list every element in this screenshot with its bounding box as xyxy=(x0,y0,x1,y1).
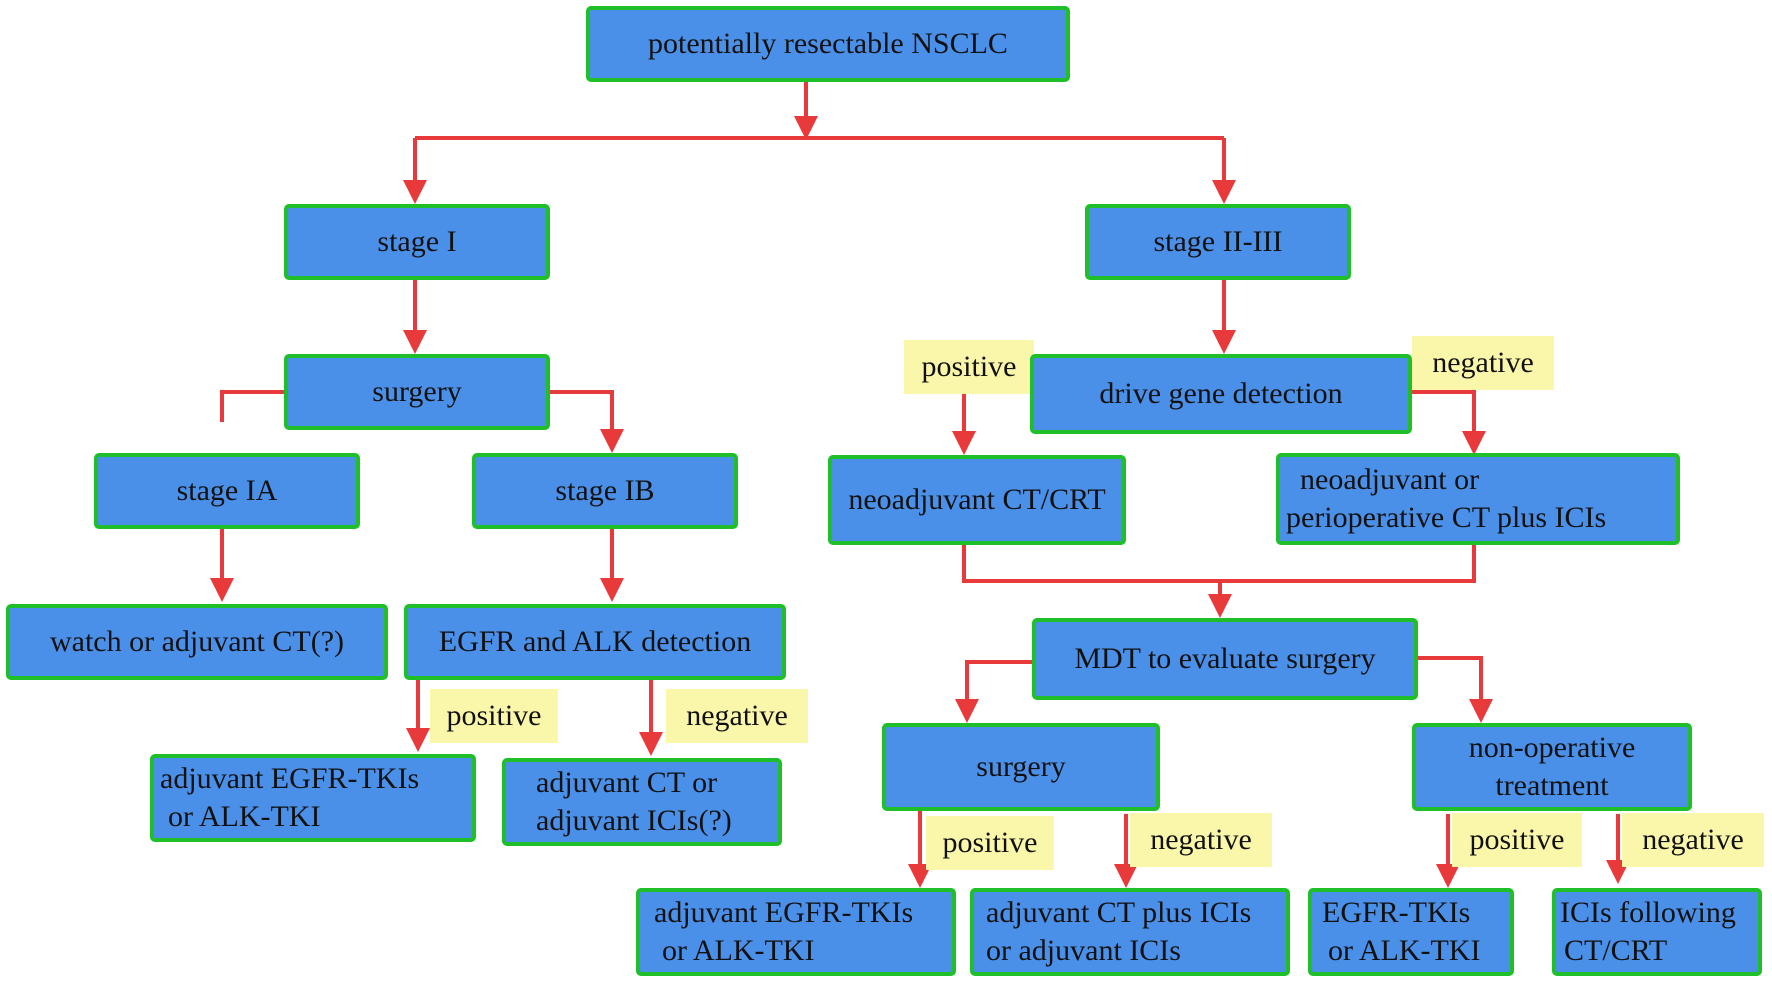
node-text-line: or adjuvant ICIs xyxy=(986,934,1181,967)
node-text-line: or ALK-TKI xyxy=(1328,934,1481,967)
node-surgery-right: surgery xyxy=(882,723,1160,811)
node-text-line: CT/CRT xyxy=(1564,934,1668,967)
node-text-line: perioperative CT plus ICIs xyxy=(1286,501,1607,534)
node-surgery-left: surgery xyxy=(284,354,550,430)
node-drive-gene-detection: drive gene detection xyxy=(1030,354,1412,434)
node-watch-or-adjuvant-ct: watch or adjuvant CT(?) xyxy=(6,604,388,680)
connector-drive-negative xyxy=(1408,390,1486,455)
label-positive-egfr: positive xyxy=(430,689,558,743)
node-text-line: EGFR-TKIs xyxy=(1322,896,1471,929)
connector-surgery-to-ia xyxy=(220,390,286,422)
node-text-line: adjuvant ICIs(?) xyxy=(536,804,732,837)
node-text-line: stage II-III xyxy=(1153,225,1283,258)
connector-surgery-to-ib xyxy=(548,390,624,453)
node-text-line: or ALK-TKI xyxy=(662,934,815,967)
node-icis-following-ct-crt: ICIs following CT/CRT xyxy=(1552,888,1762,976)
node-stage-ib: stage IB xyxy=(472,453,738,529)
node-text-line: stage I xyxy=(377,225,457,258)
node-text-line: ICIs following xyxy=(1560,896,1736,929)
connector-drive-positive xyxy=(952,390,1032,455)
node-text-line: MDT to evaluate surgery xyxy=(1074,642,1376,675)
node-text-line: neoadjuvant or xyxy=(1300,463,1480,496)
node-text-line: adjuvant CT or xyxy=(536,766,718,799)
node-mdt-evaluate-surgery: MDT to evaluate surgery xyxy=(1032,618,1418,700)
node-text-line: potentially resectable NSCLC xyxy=(648,27,1008,60)
node-non-operative-treatment: non-operative treatment xyxy=(1412,723,1692,811)
node-text-line: non-operative xyxy=(1468,731,1636,764)
node-stage-i: stage I xyxy=(284,204,550,280)
node-text-line: adjuvant EGFR-TKIs xyxy=(654,896,914,929)
node-text-line: watch or adjuvant CT(?) xyxy=(49,625,345,658)
node-neoadjuvant-ct-crt: neoadjuvant CT/CRT xyxy=(828,455,1126,545)
connector-mdt-to-surgery xyxy=(955,660,1035,723)
connector-mdt-to-nonop xyxy=(1415,656,1493,723)
node-adjuvant-egfr-tkis-right: adjuvant EGFR-TKIs or ALK-TKI xyxy=(636,888,956,976)
label-positive-nonop: positive xyxy=(1452,813,1582,867)
node-egfr-tkis-or-alk-tki: EGFR-TKIs or ALK-TKI xyxy=(1308,888,1514,976)
label-positive-surgery: positive xyxy=(926,816,1054,870)
label-positive-drive: positive xyxy=(904,340,1034,394)
node-text-line: EGFR and ALK detection xyxy=(438,625,752,658)
node-text-line: adjuvant EGFR-TKIs xyxy=(160,762,420,795)
node-text-line: surgery xyxy=(372,375,462,408)
node-potentially-resectable-nsclc: potentially resectable NSCLC xyxy=(586,6,1070,82)
node-adjuvant-ct-plus-icis: adjuvant CT plus ICIs or adjuvant ICIs xyxy=(970,888,1290,976)
node-text-line: neoadjuvant CT/CRT xyxy=(848,483,1106,516)
node-text-line: stage IA xyxy=(176,474,278,507)
node-text-line: adjuvant CT plus ICIs xyxy=(986,896,1252,929)
label-negative-nonop: negative xyxy=(1622,813,1764,867)
node-adjuvant-egfr-tkis-left: adjuvant EGFR-TKIs or ALK-TKI xyxy=(150,754,476,842)
connector-merge-bar xyxy=(962,541,1476,583)
label-negative-egfr: negative xyxy=(666,689,808,743)
node-stage-ii-iii: stage II-III xyxy=(1085,204,1351,280)
node-text-line: or ALK-TKI xyxy=(168,800,321,833)
node-adjuvant-ct-or-icis-left: adjuvant CT or adjuvant ICIs(?) xyxy=(502,758,782,846)
node-text-line: treatment xyxy=(1495,769,1609,802)
node-neoadjuvant-perioperative: neoadjuvant or perioperative CT plus ICI… xyxy=(1276,453,1680,545)
label-negative-surgery: negative xyxy=(1130,813,1272,867)
node-text-line: surgery xyxy=(976,750,1066,783)
node-egfr-alk-detection: EGFR and ALK detection xyxy=(404,604,786,680)
node-text-line: drive gene detection xyxy=(1099,377,1343,410)
node-stage-ia: stage IA xyxy=(94,453,360,529)
label-negative-drive: negative xyxy=(1412,336,1554,390)
node-text-line: stage IB xyxy=(555,474,655,507)
